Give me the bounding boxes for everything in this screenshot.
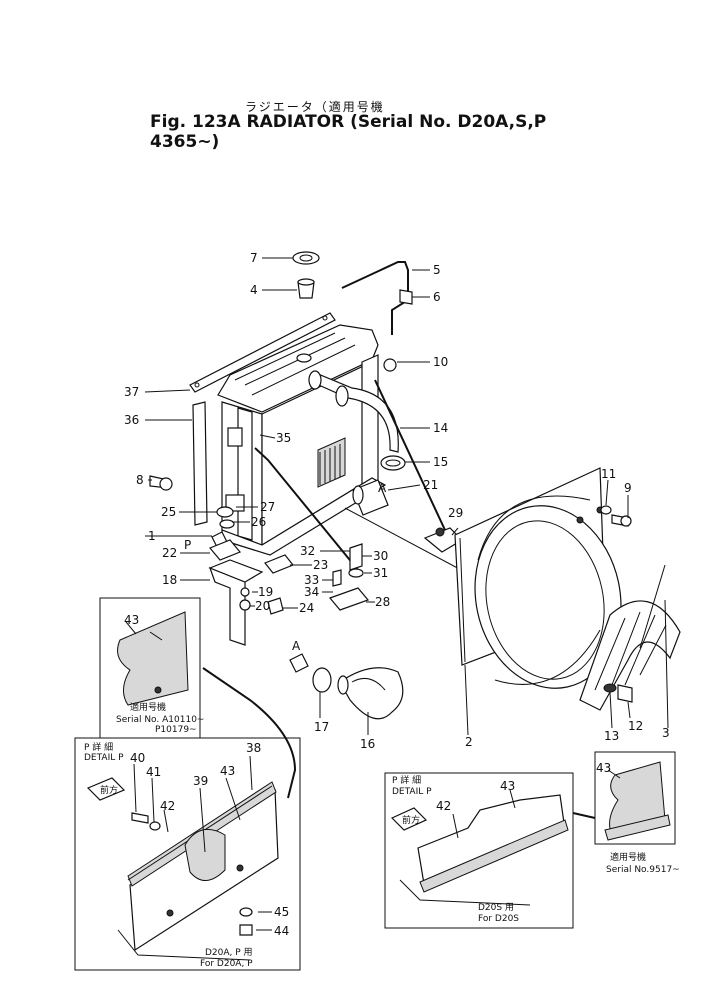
detail-left-footer: For D20A, P	[200, 959, 253, 969]
stay-bracket	[328, 587, 370, 611]
detail-right-header-jp: P 詳 細	[392, 774, 421, 786]
top-bar	[189, 312, 336, 393]
callout-20: 20	[255, 599, 270, 613]
detail-left-43: 43	[220, 764, 235, 778]
detail-left-39: 39	[193, 774, 208, 788]
detail-left-45: 45	[274, 905, 289, 919]
callout-33: 33	[304, 573, 319, 587]
fan-guard	[579, 564, 681, 711]
mount-pad	[209, 539, 241, 561]
callout-24: 24	[299, 601, 314, 615]
detail-left-38: 38	[246, 741, 261, 755]
overflow-tube	[341, 261, 409, 335]
callout-23: 23	[313, 558, 328, 572]
callout-3: 3	[662, 726, 670, 740]
detail-right-footer: For D20S	[478, 914, 519, 924]
inset-s-serial: Serial No.9517~	[606, 865, 680, 875]
callout-30: 30	[373, 549, 388, 563]
callout-9: 9	[624, 481, 632, 495]
inset-a-serial-2: P10179~	[155, 725, 197, 735]
hose-ring	[380, 455, 406, 471]
tube-clamp	[399, 289, 413, 305]
callout-18: 18	[162, 573, 177, 587]
detail-left-header: DETAIL P	[84, 753, 124, 763]
callout-7: 7	[250, 251, 258, 265]
marker-p: P	[184, 538, 191, 552]
callout-36: 36	[124, 413, 139, 427]
marker-a-hose: A	[292, 639, 301, 653]
detail-left-header-jp: P 詳 細	[84, 741, 113, 753]
callout-29: 29	[448, 506, 463, 520]
detail-left-42: 42	[160, 799, 175, 813]
callout-16: 16	[360, 737, 375, 751]
callout-5: 5	[433, 263, 441, 277]
callout-4: 4	[250, 283, 258, 297]
callout-21: 21	[423, 478, 438, 492]
callout-6: 6	[433, 290, 441, 304]
detail-p-left: P 詳 細 DETAIL P 前方 40 41 42 39 43 38 45 4…	[74, 737, 301, 971]
detail-right-front: 前方	[402, 814, 420, 826]
clip	[383, 358, 397, 372]
bolt	[240, 587, 250, 597]
detail-p-right: P 詳 細 DETAIL P 前方 42 43 D20S 用 For D20S	[384, 772, 596, 929]
washer	[600, 505, 612, 515]
inset-serial-a: 43 適用号機 Serial No. A10110~ P10179~	[99, 597, 297, 799]
detail-right-42: 42	[436, 799, 451, 813]
lower-hose	[289, 653, 404, 720]
callout-14: 14	[433, 421, 448, 435]
callout-10: 10	[433, 355, 448, 369]
radiator-assembly	[217, 324, 387, 556]
washer	[216, 506, 234, 518]
callout-13: 13	[604, 729, 619, 743]
figure-title: Fig. 123A RADIATOR (Serial No. D20A,S,P …	[150, 112, 547, 152]
fan-shroud	[454, 467, 622, 689]
callout-28: 28	[375, 595, 390, 609]
leader-lines	[144, 257, 669, 736]
side-bar	[192, 401, 208, 526]
marker-a: A	[378, 481, 387, 495]
callout-19: 19	[258, 585, 273, 599]
callout-15: 15	[433, 455, 448, 469]
callout-22: 22	[162, 546, 177, 560]
inset-a-applicable: 適用号機	[130, 701, 166, 713]
callout-11: 11	[601, 467, 616, 481]
callout-2: 2	[465, 735, 473, 749]
inset-s-applicable: 適用号機	[610, 851, 646, 863]
callout-35: 35	[276, 431, 291, 445]
stay-rod	[254, 447, 359, 571]
callout-26: 26	[251, 515, 266, 529]
callout-27: 27	[260, 500, 275, 514]
callout-31: 31	[373, 566, 388, 580]
detail-left-front: 前方	[100, 784, 118, 796]
inset-a-serial-1: Serial No. A10110~	[116, 715, 204, 725]
callout-25: 25	[161, 505, 176, 519]
detail-right-43: 43	[500, 779, 515, 793]
inset-s-part-43: 43	[596, 761, 611, 775]
detail-left-44: 44	[274, 924, 289, 938]
detail-left-41: 41	[146, 765, 161, 779]
detail-left-40: 40	[130, 751, 145, 765]
title-japanese: ラジエータ（適用号機	[245, 100, 385, 114]
inset-a-part-43: 43	[124, 613, 139, 627]
callout-34: 34	[304, 585, 319, 599]
callout-1: 1	[148, 529, 156, 543]
detail-right-header: DETAIL P	[392, 787, 432, 797]
inset-serial-s: 43 適用号機 Serial No.9517~	[594, 751, 680, 875]
radiator-cap	[292, 251, 320, 299]
callout-37: 37	[124, 385, 139, 399]
callout-8: 8	[136, 473, 144, 487]
callout-12: 12	[628, 719, 643, 733]
callout-32: 32	[300, 544, 315, 558]
detail-left-footer-jp: D20A, P 用	[205, 947, 253, 958]
detail-right-footer-jp: D20S 用	[478, 902, 514, 913]
callout-labels: 1 2 3 4 5 6 7 8 9 10 11 12 13 14 15 16 1…	[124, 251, 670, 751]
callout-17: 17	[314, 720, 329, 734]
